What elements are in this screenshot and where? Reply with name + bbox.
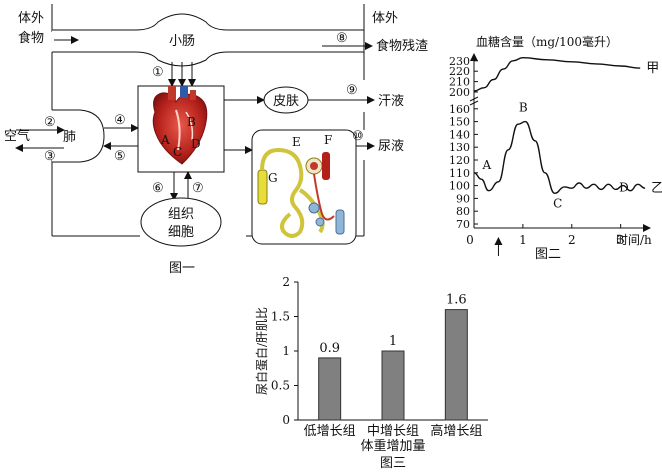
bar-y-axis-label: 尿白蛋白/肝肌比 <box>254 307 269 395</box>
series-label-yi: 乙 <box>651 181 662 196</box>
cells-label-2: 细胞 <box>168 225 194 240</box>
urine-label: 尿液 <box>378 139 404 154</box>
bar-value-label: 0.9 <box>319 341 340 356</box>
x-tick-label: 0 <box>466 233 474 247</box>
bar-y-tick-label: 1 <box>282 344 290 358</box>
y-tick-label: 70 <box>456 218 470 231</box>
point-label-a: A <box>481 158 491 172</box>
bar-1 <box>318 357 342 421</box>
y-tick-label: 150 <box>449 116 470 129</box>
bar-y-tick-label: 2 <box>282 275 290 289</box>
bar-category-label: 中增长组 <box>367 424 419 439</box>
y-tick-label: 230 <box>449 55 470 68</box>
x-tick-label: 1 <box>519 233 527 247</box>
step-10-label: ⑩ <box>352 129 364 144</box>
step-9-label: ⑨ <box>346 83 358 98</box>
bar-2 <box>381 350 405 421</box>
y-axis-label: 血糖含量（mg/100毫升） <box>476 34 618 49</box>
kidney-label-e: E <box>292 135 301 149</box>
point-label-c: C <box>553 196 562 210</box>
figure-one-caption: 图一 <box>169 261 195 276</box>
step-2-label: ② <box>44 115 56 130</box>
step-8-label: ⑧ <box>336 31 348 46</box>
step-4-label: ④ <box>114 113 126 128</box>
x-tick-label: 2 <box>568 233 576 247</box>
step-3-label: ③ <box>44 149 56 164</box>
small-intestine <box>52 13 365 67</box>
kidney-label-g: G <box>268 171 278 185</box>
lung-shape <box>52 109 105 163</box>
food-label: 食物 <box>18 30 44 46</box>
intestine-label: 小肠 <box>169 34 195 49</box>
bar-x-axis-label: 体重增加量 <box>360 438 425 454</box>
skin-label: 皮肤 <box>273 94 299 109</box>
figure-three-chart: 0 0.5 1 1.5 2 尿白蛋白/肝肌比 0.9 低增长组 1 中增长组 1.6 高增长组体重增加… <box>254 275 488 471</box>
outside-right-label: 体外 <box>372 11 398 26</box>
bar-3 <box>444 309 468 421</box>
tissue-cells <box>140 197 222 247</box>
y-tick-label: 200 <box>449 86 470 99</box>
y-tick-label: 100 <box>449 180 470 193</box>
y-tick-label: 110 <box>449 167 470 180</box>
bar-category-label: 高增长组 <box>430 423 482 439</box>
bar-value-label: 1 <box>389 334 397 349</box>
lung-label: 肺 <box>63 130 76 145</box>
series-line-jia <box>473 56 641 92</box>
sweat-label: 汗液 <box>378 94 404 109</box>
series-line-yi <box>473 120 646 195</box>
bar-y-tick-label: 1.5 <box>271 310 290 324</box>
y-tick-label: 130 <box>449 141 470 154</box>
step-5-label: ⑤ <box>114 149 126 164</box>
residue-label: 食物残渣 <box>376 38 428 54</box>
kidney-label-f: F <box>324 133 332 147</box>
nephron-illustration <box>257 147 345 238</box>
series-label-jia: 甲 <box>646 61 659 76</box>
y-tick-label: 80 <box>456 205 470 218</box>
step-6-label: ⑥ <box>152 181 164 196</box>
y-tick-label: 90 <box>456 192 470 205</box>
heart-label-b: B <box>187 115 196 129</box>
bar-y-tick-label: 0.5 <box>271 379 290 393</box>
y-tick-label: 140 <box>449 128 470 141</box>
figure-three-caption: 图三 <box>380 456 406 471</box>
bar-category-label: 低增长组 <box>304 424 356 439</box>
cells-label-1: 组织 <box>168 207 194 222</box>
bar-value-label: 1.6 <box>446 293 467 308</box>
heart-label-c: C <box>173 145 182 159</box>
y-tick-label: 210 <box>449 76 470 89</box>
axis-break <box>469 96 479 106</box>
heart-label-a: A <box>160 133 170 147</box>
heart-label-d: D <box>191 137 201 151</box>
step-1-label: ① <box>152 65 164 80</box>
y-tick-label: 220 <box>449 65 470 78</box>
figure-two-caption: 图二 <box>535 247 561 262</box>
step-7-label: ⑦ <box>192 181 204 196</box>
y-tick-label: 120 <box>449 154 470 167</box>
point-label-d: D <box>619 180 629 194</box>
y-tick-label: 160 <box>449 103 470 116</box>
bar-y-tick-label: 0 <box>282 413 290 427</box>
figure-two-chart: 血糖含量（mg/100毫升） 时间/h 0 1 2 3 708090100110120130… <box>449 34 662 262</box>
figure-one: 小肠 体外 食物 体外 ⑧ 食物残渣 ① A B C D 肺 空气 <box>4 4 428 276</box>
heart-illustration <box>152 86 208 165</box>
x-tick-label: 3 <box>617 233 625 247</box>
air-label: 空气 <box>4 128 30 144</box>
point-label-b: B <box>519 101 528 115</box>
outside-left-label: 体外 <box>18 11 44 26</box>
x-axis-label: 时间/h <box>616 233 652 247</box>
